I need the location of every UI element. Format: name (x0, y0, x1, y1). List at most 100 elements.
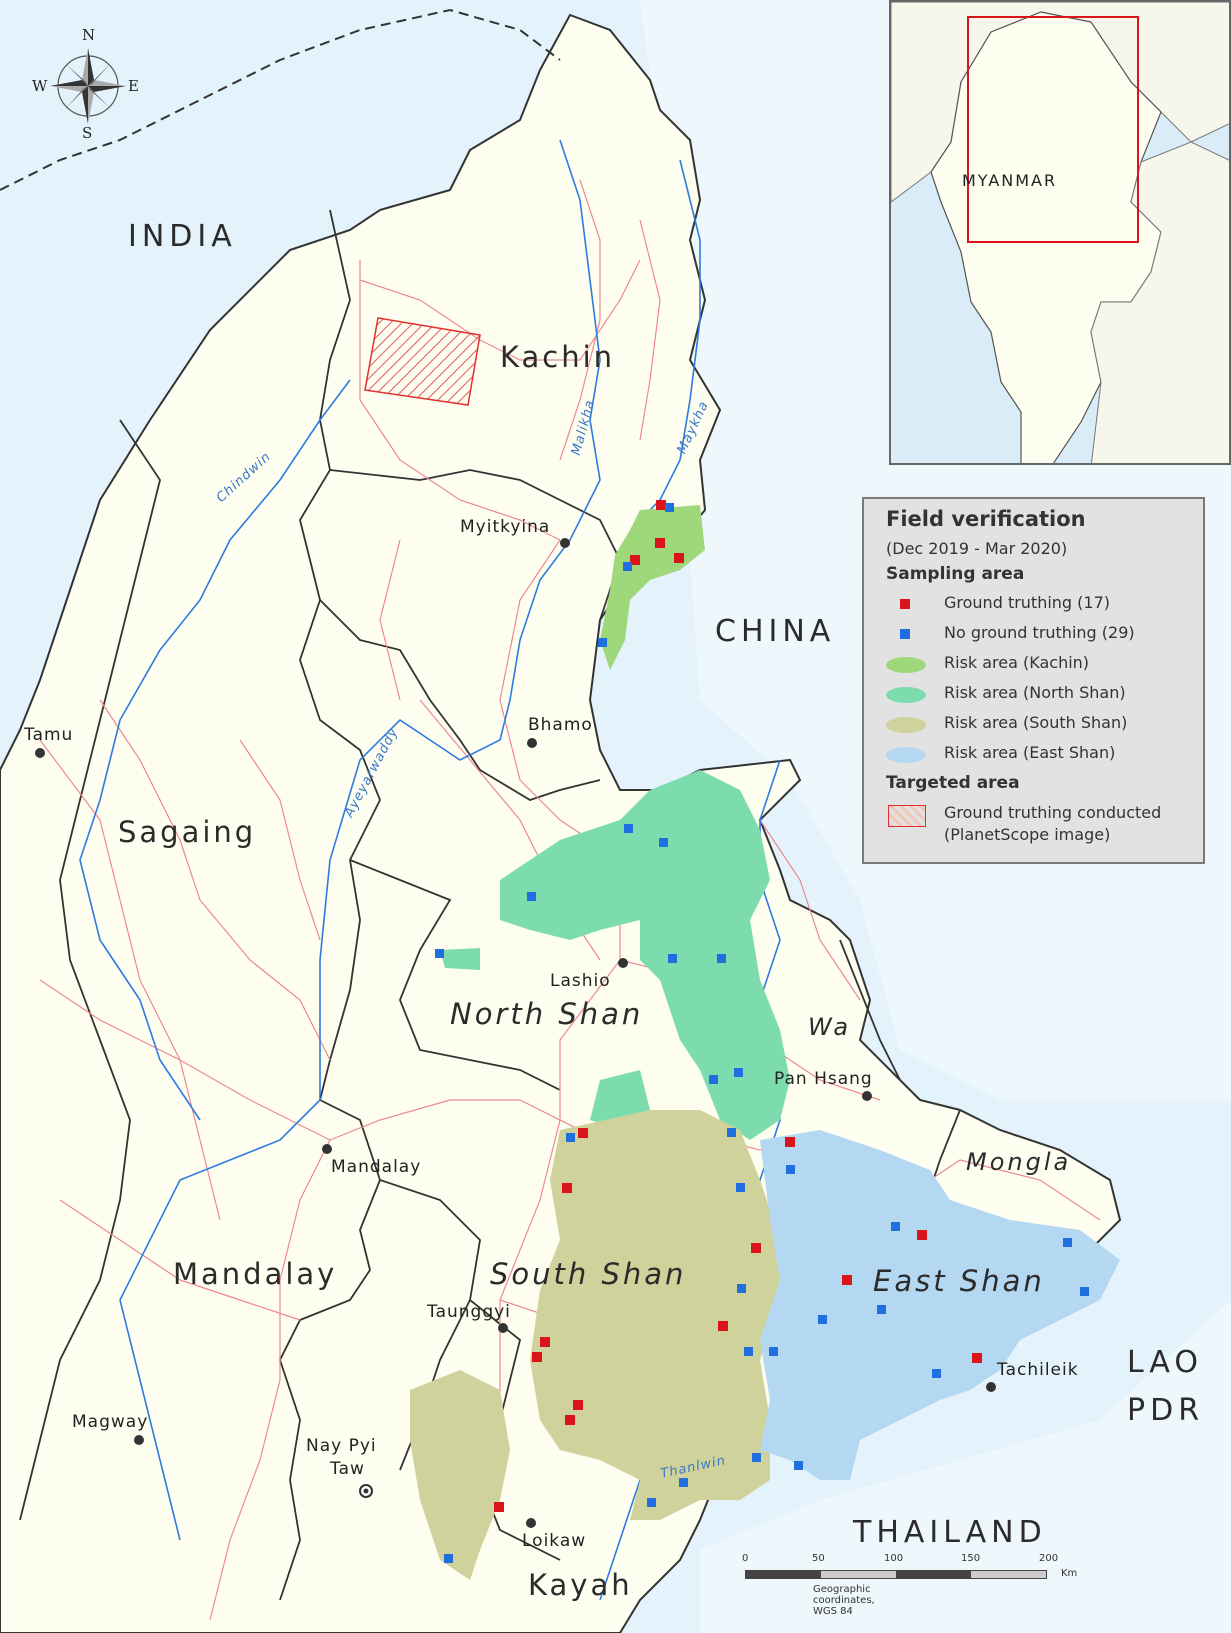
label-mandalay-city: Mandalay (331, 1157, 422, 1177)
legend-hatch-swatch-icon (888, 805, 926, 827)
ground-truthing-point (718, 1321, 728, 1331)
legend-sampling-heading: Sampling area (886, 564, 1025, 584)
label-china: CHINA (715, 614, 836, 649)
scale-unit: Km (1061, 1568, 1078, 1579)
legend-panel: Field verification (Dec 2019 - Mar 2020)… (862, 497, 1205, 864)
city-dot-pan-hsang (862, 1091, 872, 1101)
inset-map-svg (891, 2, 1229, 463)
compass-west-label: W (32, 77, 48, 95)
no-ground-truthing-point (818, 1315, 827, 1324)
legend-targeted-heading: Targeted area (886, 773, 1020, 793)
no-ground-truthing-point (444, 1554, 453, 1563)
label-pan-hsang: Pan Hsang (774, 1069, 873, 1089)
label-lashio: Lashio (550, 971, 611, 991)
ground-truthing-point (573, 1400, 583, 1410)
risk-area-kachin (600, 505, 705, 670)
legend-item-risk-south-shan: Risk area (South Shan) (944, 713, 1128, 732)
label-magway: Magway (72, 1412, 149, 1432)
no-ground-truthing-points (435, 503, 1089, 1563)
scale-caption: Geographic coordinates, WGS 84 (813, 1584, 875, 1617)
ground-truthing-point (630, 555, 640, 565)
label-kayah: Kayah (528, 1568, 633, 1602)
india-land (0, 0, 560, 760)
risk-area-north-shan (440, 770, 790, 1140)
no-ground-truthing-point (527, 892, 536, 901)
legend-east-shan-swatch-icon (886, 747, 926, 763)
no-ground-truthing-point (727, 1128, 736, 1137)
legend-item-risk-kachin: Risk area (Kachin) (944, 653, 1090, 672)
ground-truthing-point (532, 1352, 542, 1362)
legend-south-shan-swatch-icon (886, 717, 926, 733)
label-sagaing: Sagaing (118, 815, 257, 849)
ground-truthing-point (785, 1137, 795, 1147)
city-markers (35, 538, 996, 1528)
risk-area-south-shan (410, 1110, 780, 1580)
legend-item-risk-north-shan: Risk area (North Shan) (944, 683, 1126, 702)
ground-truthing-point (751, 1243, 761, 1253)
label-nay-pyi: Nay Pyi (306, 1436, 377, 1456)
no-ground-truthing-point (932, 1369, 941, 1378)
legend-red-square-icon (900, 599, 910, 609)
ground-truthing-point (656, 500, 666, 510)
no-ground-truthing-point (717, 954, 726, 963)
city-dot-myitkyina (560, 538, 570, 548)
legend-title: Field verification (886, 507, 1086, 531)
compass-south-label: S (82, 124, 93, 142)
ground-truthing-point (674, 553, 684, 563)
compass-rose (50, 48, 126, 124)
scale-tick-150: 150 (961, 1553, 981, 1564)
inset-label-myanmar: MYANMAR (962, 171, 1058, 190)
no-ground-truthing-point (435, 949, 444, 958)
label-mandalay-region: Mandalay (173, 1257, 338, 1291)
no-ground-truthing-point (794, 1461, 803, 1470)
legend-north-shan-swatch-icon (886, 687, 926, 703)
label-thailand: THAILAND (853, 1515, 1047, 1550)
city-dot-magway (134, 1435, 144, 1445)
compass-east-label: E (128, 77, 139, 95)
label-kachin: Kachin (500, 340, 616, 374)
city-dot-taunggyi (498, 1323, 508, 1333)
label-bhamo: Bhamo (528, 715, 593, 735)
no-ground-truthing-point (736, 1183, 745, 1192)
city-dot-lashio (618, 958, 628, 968)
label-wa: Wa (808, 1013, 852, 1041)
no-ground-truthing-point (624, 824, 633, 833)
scale-bar-segments (745, 1570, 1047, 1579)
scale-tick-0: 0 (742, 1553, 749, 1564)
city-dot-loikaw (526, 1518, 536, 1528)
ground-truthing-point (540, 1337, 550, 1347)
label-mongla: Mongla (966, 1148, 1072, 1176)
label-north-shan: North Shan (450, 997, 644, 1031)
legend-item-targeted-1: Ground truthing conducted (944, 803, 1162, 822)
label-east-shan: East Shan (873, 1264, 1045, 1298)
label-myitkyina: Myitkyina (460, 517, 551, 537)
no-ground-truthing-point (566, 1133, 575, 1142)
no-ground-truthing-point (769, 1347, 778, 1356)
no-ground-truthing-point (737, 1284, 746, 1293)
legend-kachin-swatch-icon (886, 657, 926, 673)
no-ground-truthing-point (659, 838, 668, 847)
compass-north-label: N (82, 26, 96, 44)
no-ground-truthing-point (598, 638, 607, 647)
label-taw: Taw (330, 1459, 365, 1479)
city-dot-mandalay (322, 1144, 332, 1154)
ground-truthing-point (655, 538, 665, 548)
risk-area-east-shan (760, 1130, 1120, 1480)
legend-item-risk-east-shan: Risk area (East Shan) (944, 743, 1116, 762)
no-ground-truthing-point (752, 1453, 761, 1462)
ground-truthing-point (972, 1353, 982, 1363)
no-ground-truthing-point (744, 1347, 753, 1356)
no-ground-truthing-point (668, 954, 677, 963)
city-dot-tachileik (986, 1382, 996, 1392)
city-dot-tamu (35, 748, 45, 758)
disputed-border (0, 8, 561, 191)
no-ground-truthing-point (1063, 1238, 1072, 1247)
no-ground-truthing-point (679, 1478, 688, 1487)
scale-tick-50: 50 (812, 1553, 825, 1564)
label-loikaw: Loikaw (522, 1531, 587, 1551)
ground-truthing-point (562, 1183, 572, 1193)
no-ground-truthing-point (891, 1222, 900, 1231)
legend-blue-square-icon (900, 629, 910, 639)
scale-tick-200: 200 (1039, 1553, 1059, 1564)
label-south-shan: South Shan (490, 1257, 687, 1291)
